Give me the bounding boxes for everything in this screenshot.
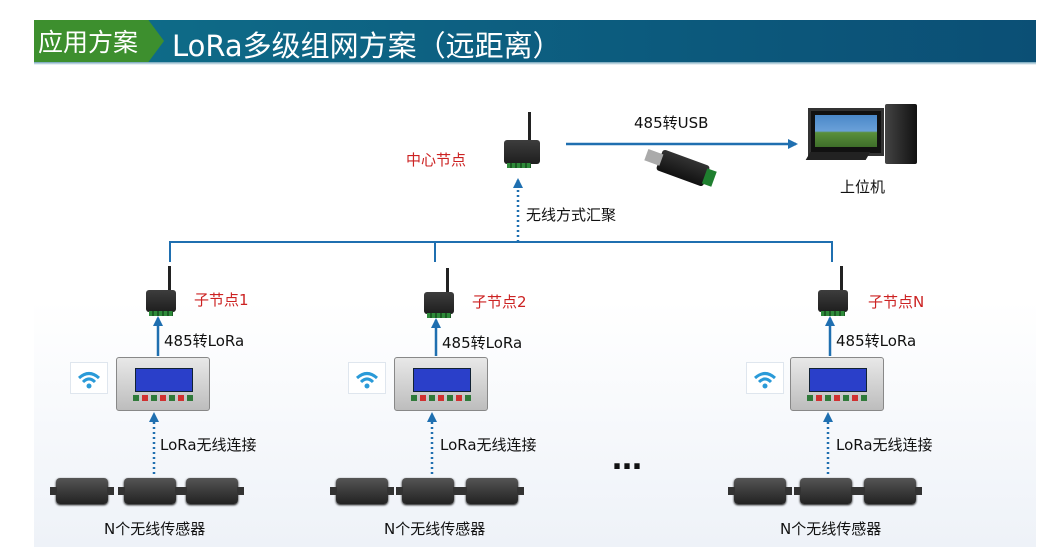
sensor-icon xyxy=(180,478,244,504)
sensor-icon xyxy=(728,478,792,504)
host-pc-label: 上位机 xyxy=(840,178,886,196)
wifi-icon xyxy=(70,362,108,394)
more-nodes-ellipsis: … xyxy=(612,442,646,477)
sensor-icon xyxy=(858,478,922,504)
subnode-1-label: 子节点1 xyxy=(194,291,249,309)
sensor-icon xyxy=(50,478,114,504)
section-tag-label: 应用方案 xyxy=(38,28,139,57)
subnode-2-sensors-label: N个无线传感器 xyxy=(384,520,486,538)
subnode-1-sensors-label: N个无线传感器 xyxy=(104,520,206,538)
sensor-icon xyxy=(330,478,394,504)
sensor-icon xyxy=(460,478,524,504)
sensor-icon xyxy=(794,478,858,504)
title-banner-shadow xyxy=(34,62,1036,65)
usb-label: 485转USB xyxy=(634,114,709,132)
subnode-n-label: 子节点N xyxy=(868,293,925,311)
subnode-n-lora-label: 485转LoRa xyxy=(836,332,917,350)
wifi-icon xyxy=(746,362,784,394)
wifi-icon xyxy=(348,362,386,394)
subnode-2-label: 子节点2 xyxy=(472,293,527,311)
lora-panel-device xyxy=(116,357,210,411)
subnode-1-wireless-label: LoRa无线连接 xyxy=(160,436,257,454)
slide-background xyxy=(34,0,1036,547)
subnode-1-lora-label: 485转LoRa xyxy=(164,332,245,350)
lora-panel-device xyxy=(790,357,884,411)
lora-panel-device xyxy=(394,357,488,411)
subnode-2-wireless-label: LoRa无线连接 xyxy=(440,436,537,454)
aggregation-label: 无线方式汇聚 xyxy=(526,206,617,224)
bus-line xyxy=(169,241,833,262)
page-title: LoRa多级组网方案（远距离） xyxy=(172,29,562,63)
subnode-n-sensors-label: N个无线传感器 xyxy=(780,520,882,538)
subnode-2-lora-label: 485转LoRa xyxy=(442,334,523,352)
section-tag xyxy=(34,20,164,62)
sensor-icon xyxy=(118,478,182,504)
title-banner xyxy=(34,20,1036,62)
center-node-label: 中心节点 xyxy=(406,151,467,169)
sensor-icon xyxy=(396,478,460,504)
subnode-n-wireless-label: LoRa无线连接 xyxy=(836,436,933,454)
